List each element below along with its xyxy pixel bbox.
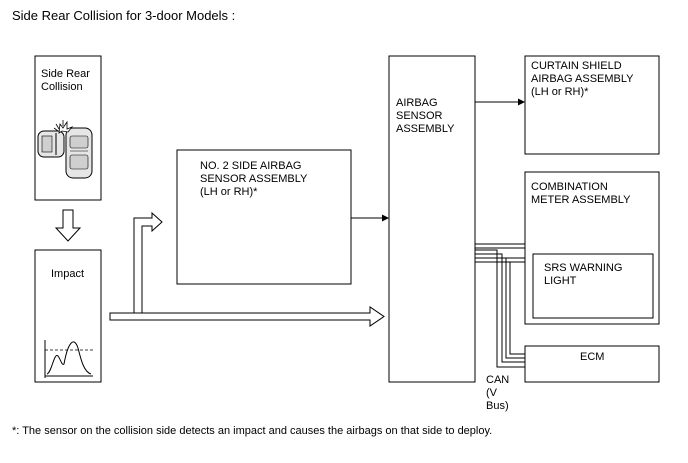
ecm-box — [524, 345, 660, 383]
airbag-to-curtain-arrow — [475, 98, 525, 106]
impact-to-sensor-arrow — [109, 211, 163, 321]
curtain-shield-label: CURTAIN SHIELD AIRBAG ASSEMBLY (LH or RH… — [531, 60, 634, 98]
no2-sensor-box — [176, 149, 352, 285]
curtain-shield-box — [524, 55, 660, 155]
page-title: Side Rear Collision for 3-door Models : — [12, 8, 236, 23]
impact-to-airbag-arrow — [109, 306, 385, 327]
impact-label: Impact — [51, 268, 85, 280]
side-rear-collision-label: Side Rear Collision — [41, 68, 90, 93]
down-arrow — [54, 209, 82, 242]
srs-warning-label: SRS WARNING LIGHT — [544, 262, 623, 287]
sensor-to-airbag-arrow — [351, 214, 389, 222]
ecm-label: ECM — [580, 351, 605, 363]
can-bus-lines — [475, 243, 525, 368]
can-bus-label: CAN (V Bus) — [486, 374, 510, 412]
combination-meter-label: COMBINATION METER ASSEMBLY — [531, 181, 631, 206]
footnote: *: The sensor on the collision side dete… — [12, 425, 493, 437]
no2-sensor-label: NO. 2 SIDE AIRBAG SENSOR ASSEMBLY (LH or… — [200, 160, 308, 198]
airbag-sensor-box — [388, 55, 476, 383]
car-collision-illustration — [37, 120, 93, 179]
srs-warning-box — [532, 253, 654, 319]
airbag-sensor-label: AIRBAG SENSOR ASSEMBLY — [396, 97, 455, 135]
impact-box — [34, 249, 102, 383]
impact-graph — [44, 340, 93, 378]
